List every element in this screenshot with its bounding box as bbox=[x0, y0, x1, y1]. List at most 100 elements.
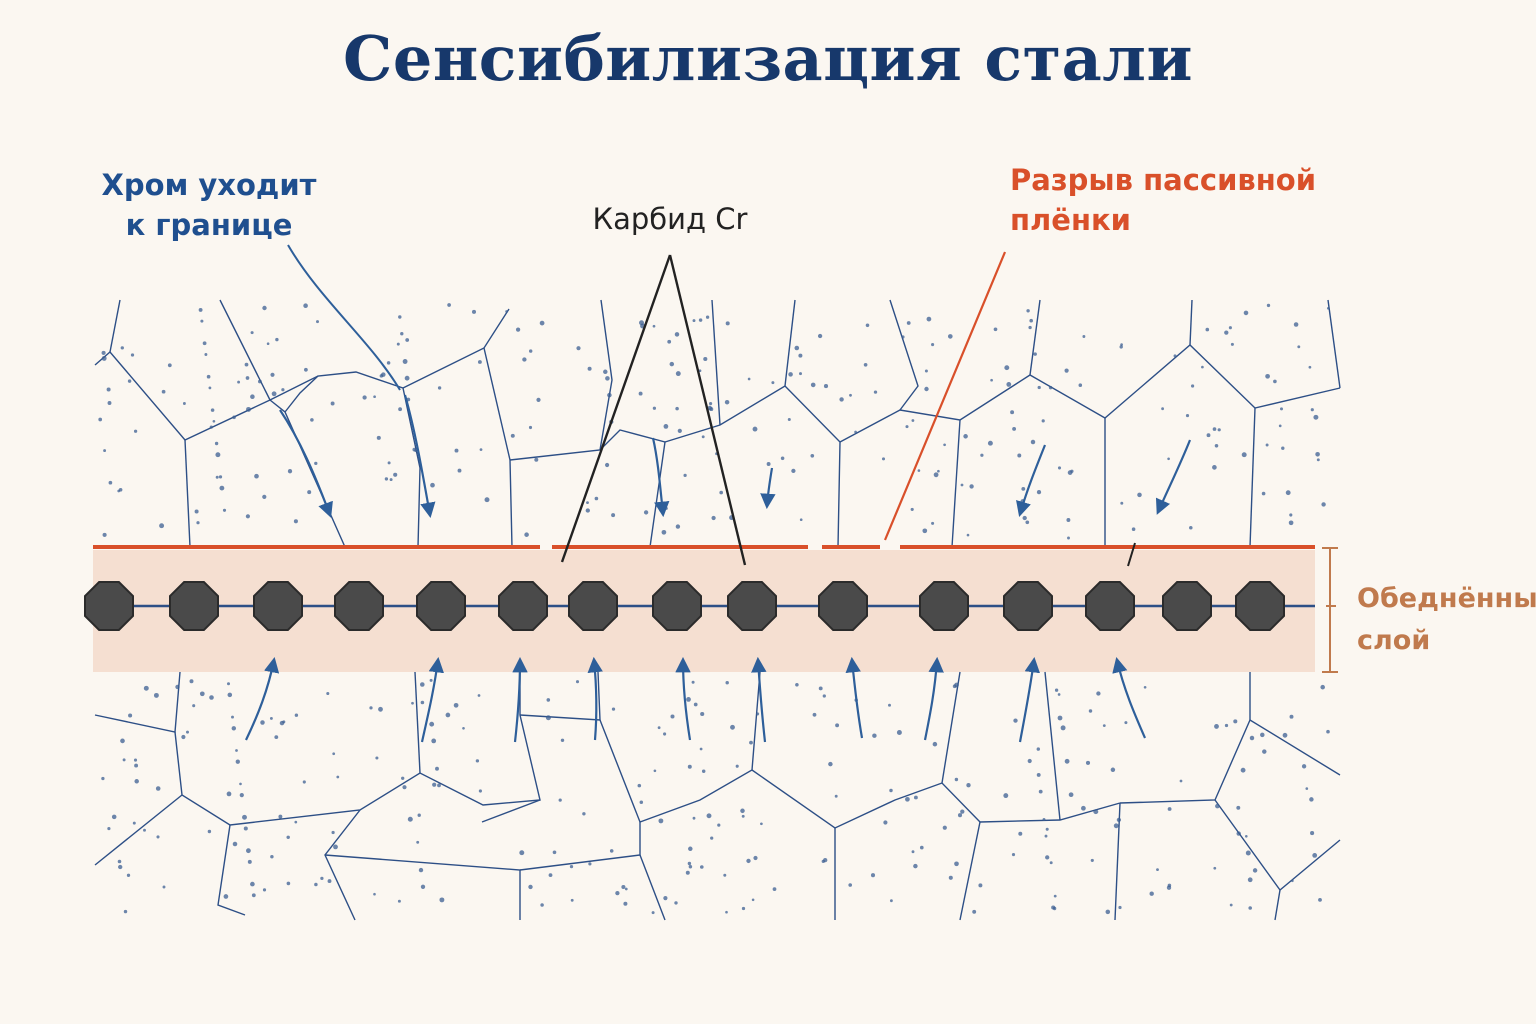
chromium-dot bbox=[447, 303, 451, 307]
chromium-dot bbox=[336, 775, 340, 779]
chromium-dot bbox=[1027, 758, 1032, 764]
chromium-dot bbox=[279, 720, 285, 726]
chromium-dot bbox=[122, 758, 126, 762]
chromium-dot bbox=[430, 482, 435, 488]
chromium-dot bbox=[204, 353, 208, 356]
chromium-dot bbox=[969, 484, 974, 489]
chromium-dot bbox=[420, 700, 425, 705]
grain-boundary-top-4 bbox=[269, 399, 346, 548]
chromium-dot bbox=[209, 425, 213, 429]
chromium-dot bbox=[798, 353, 803, 358]
chromium-dot bbox=[1293, 322, 1299, 327]
grain-boundary-bottom-6 bbox=[217, 824, 246, 916]
chromium-dot bbox=[917, 469, 921, 472]
chromium-dot bbox=[254, 473, 259, 479]
chromium-dot bbox=[821, 859, 825, 864]
chromium-dot bbox=[333, 844, 338, 850]
chromium-dot bbox=[760, 822, 763, 826]
chromium-dot bbox=[320, 876, 324, 881]
chromium-dot bbox=[701, 435, 705, 439]
chromium-dot bbox=[528, 425, 533, 430]
chromium-dot bbox=[231, 715, 234, 719]
chromium-dot bbox=[362, 395, 367, 400]
carbide-pointer-right bbox=[668, 254, 747, 566]
chromium-dot bbox=[1167, 807, 1172, 811]
chromium-dot bbox=[1281, 446, 1285, 450]
chromium-dot bbox=[405, 338, 410, 342]
chromium-dot bbox=[247, 859, 252, 864]
chromium-dot bbox=[1054, 688, 1059, 692]
chromium-dot bbox=[1308, 365, 1312, 369]
chromium-dot bbox=[835, 723, 840, 728]
chromium-dot bbox=[274, 735, 279, 740]
diffusion-arrow-down bbox=[1155, 439, 1192, 515]
chromium-dot bbox=[675, 524, 681, 529]
chromium-dot bbox=[1022, 515, 1027, 521]
chromium-dot bbox=[398, 407, 403, 412]
chromium-dot bbox=[111, 814, 117, 820]
grain-boundary-top-3 bbox=[184, 439, 191, 548]
grain-boundary-bottom-15 bbox=[959, 821, 981, 921]
chromium-dot bbox=[931, 343, 935, 347]
chromium-dot bbox=[1262, 749, 1267, 754]
chromium-dot bbox=[1230, 342, 1234, 346]
chromium-dot bbox=[1215, 803, 1220, 809]
chromium-dot bbox=[420, 682, 425, 687]
chromium-dot bbox=[1057, 693, 1061, 696]
diffusion-arrow-down bbox=[403, 394, 436, 519]
chromium-dot bbox=[701, 769, 706, 774]
chromium-dot bbox=[735, 764, 739, 768]
chromium-dot bbox=[471, 309, 477, 314]
chromium-dot bbox=[1201, 365, 1204, 369]
chromium-dot bbox=[215, 452, 221, 458]
chromium-dot bbox=[310, 418, 314, 422]
chromium-dot bbox=[1060, 725, 1066, 731]
carbide-particle bbox=[818, 581, 868, 631]
chromium-dot bbox=[1033, 352, 1037, 356]
chromium-dot bbox=[199, 691, 205, 697]
chromium-dot bbox=[1011, 853, 1016, 857]
chromium-dot bbox=[652, 406, 657, 410]
chromium-dot bbox=[972, 909, 977, 914]
chromium-dot bbox=[332, 752, 336, 756]
diffusion-arrow-down bbox=[1016, 444, 1047, 517]
grain-boundary-bottom-10 bbox=[519, 822, 641, 871]
chromium-dot bbox=[293, 519, 298, 524]
chromium-dot bbox=[1228, 326, 1232, 330]
chromium-dot bbox=[477, 360, 482, 364]
chromium-dot bbox=[709, 402, 713, 406]
diffusion-arrow-up bbox=[675, 656, 692, 741]
chromium-dot bbox=[126, 873, 131, 877]
chromium-dot bbox=[643, 510, 649, 515]
chromium-dot bbox=[398, 315, 402, 319]
chromium-dot bbox=[810, 453, 815, 458]
chromium-dot bbox=[1265, 373, 1270, 379]
chromium-dot bbox=[1064, 368, 1069, 373]
carbide-particle bbox=[253, 581, 303, 631]
chromium-dot bbox=[327, 879, 332, 884]
chromium-dot bbox=[242, 814, 247, 820]
grain-boundary-bottom-14 bbox=[941, 671, 961, 784]
chromium-dot bbox=[453, 702, 459, 708]
chromium-dot bbox=[545, 715, 551, 721]
chromium-dot bbox=[239, 782, 242, 786]
chromium-dot bbox=[799, 518, 803, 522]
chromium-dot bbox=[675, 371, 681, 377]
chromium-dot bbox=[1260, 732, 1265, 738]
chromium-dot bbox=[699, 747, 703, 751]
chromium-dot bbox=[669, 361, 675, 367]
chromium-dot bbox=[747, 377, 751, 381]
chromium-dot bbox=[270, 854, 274, 859]
chromium-dot bbox=[330, 401, 335, 406]
chromium-dot bbox=[1044, 834, 1048, 838]
chromium-dot bbox=[182, 402, 186, 405]
chromium-dot bbox=[1118, 905, 1122, 910]
grain-boundary-top-10 bbox=[711, 299, 721, 426]
chromium-dot bbox=[931, 521, 935, 525]
chromium-dot bbox=[1289, 513, 1293, 517]
chromium-dot bbox=[257, 379, 262, 384]
chromium-dot bbox=[243, 826, 248, 831]
chromium-dot bbox=[1088, 709, 1093, 713]
chromium-dot bbox=[107, 827, 111, 831]
